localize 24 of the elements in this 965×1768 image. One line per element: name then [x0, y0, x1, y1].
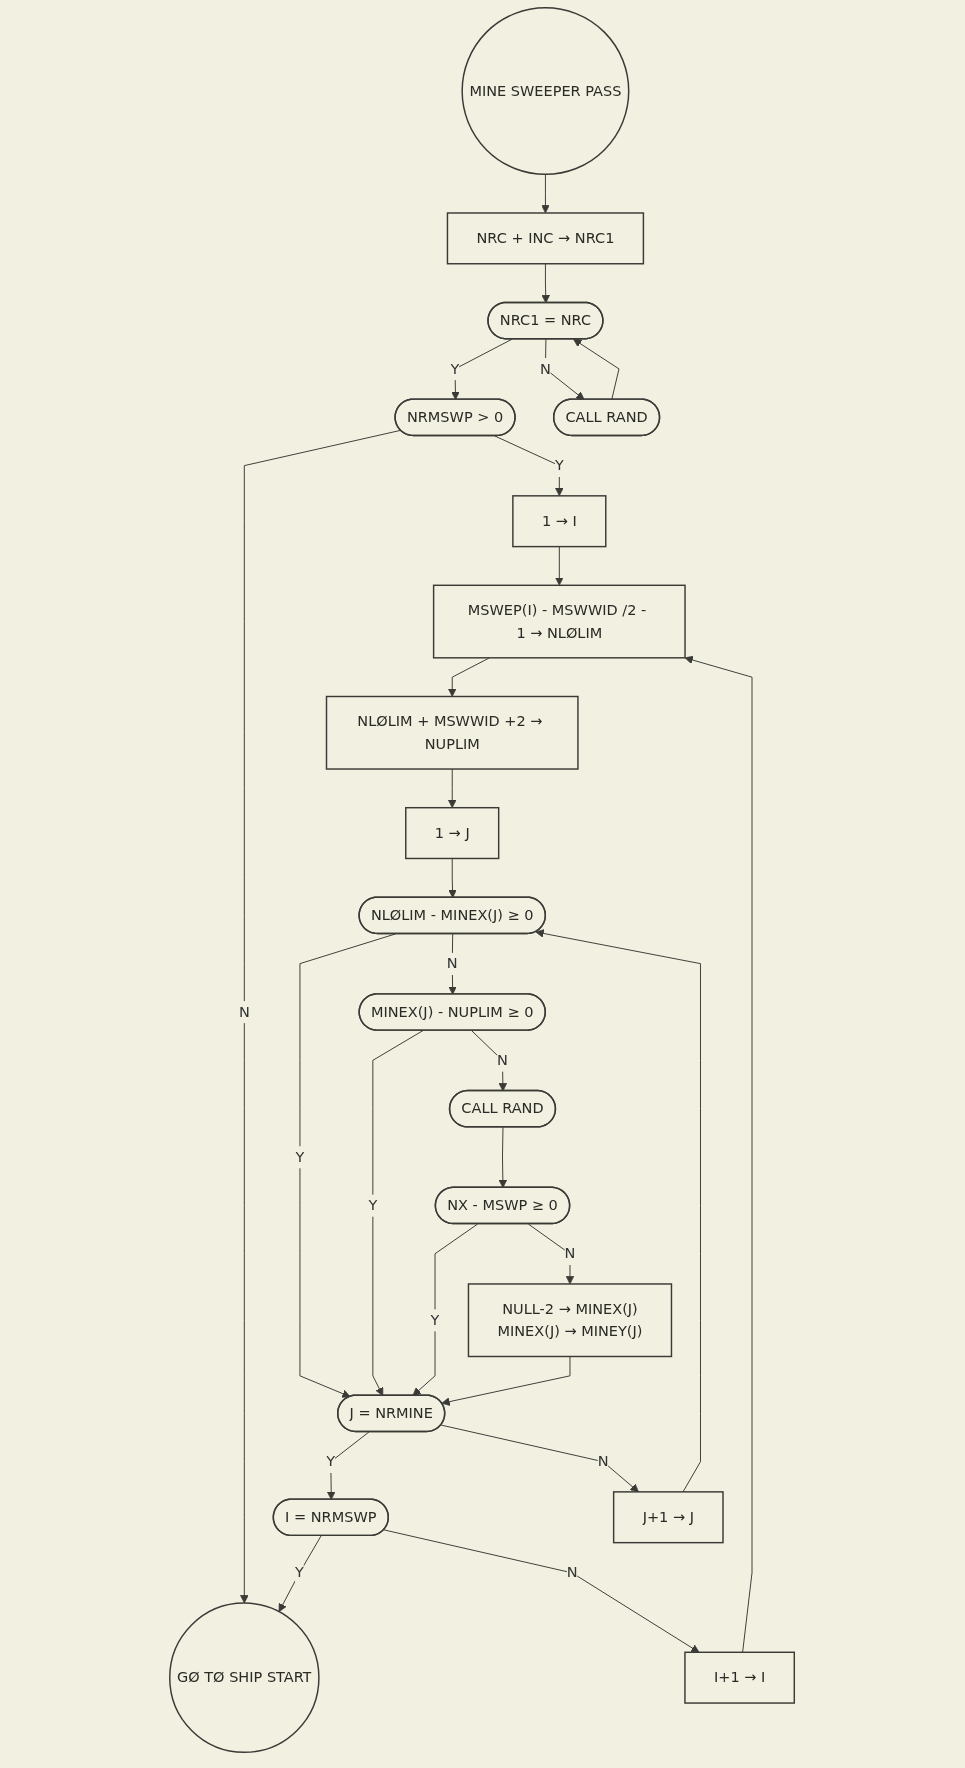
edge-label: Y	[296, 1148, 305, 1166]
node-box: 1 → J	[405, 807, 500, 860]
node-box: NULL-2 → MINEX(J) MINEX(J) → MINEY(J)	[468, 1283, 673, 1358]
node-circle: MINE SWEEPER PASS	[461, 7, 630, 176]
edge-label: N	[567, 1563, 579, 1582]
edge-label: N	[565, 1244, 576, 1263]
edge-label: N	[497, 1051, 509, 1069]
edge-label: N	[540, 359, 552, 378]
node-box: NRC + INC → NRC1	[447, 212, 645, 265]
edge-label: N	[598, 1452, 609, 1471]
node-circle: GØ TØ SHIP START	[169, 1602, 321, 1753]
edge-label: Y	[431, 1311, 440, 1329]
edge-label: N	[447, 954, 459, 973]
edge-label: Y	[295, 1563, 305, 1582]
edge-label: Y	[451, 359, 460, 378]
node-box: I+1 → I	[684, 1651, 796, 1704]
node-box: J+1 → J	[613, 1491, 725, 1544]
edge-label: Y	[368, 1196, 378, 1214]
edge-label: N	[239, 1003, 251, 1021]
node-box: MSWEP(I) - MSWWID /2 - 1 → NLØLIM	[433, 584, 687, 659]
edge-label: Y	[555, 456, 565, 475]
edge-label: Y	[326, 1452, 336, 1471]
node-box: NLØLIM + MSWWID +2 → NUPLIM	[326, 695, 580, 770]
node-box: 1 → I	[512, 495, 607, 548]
